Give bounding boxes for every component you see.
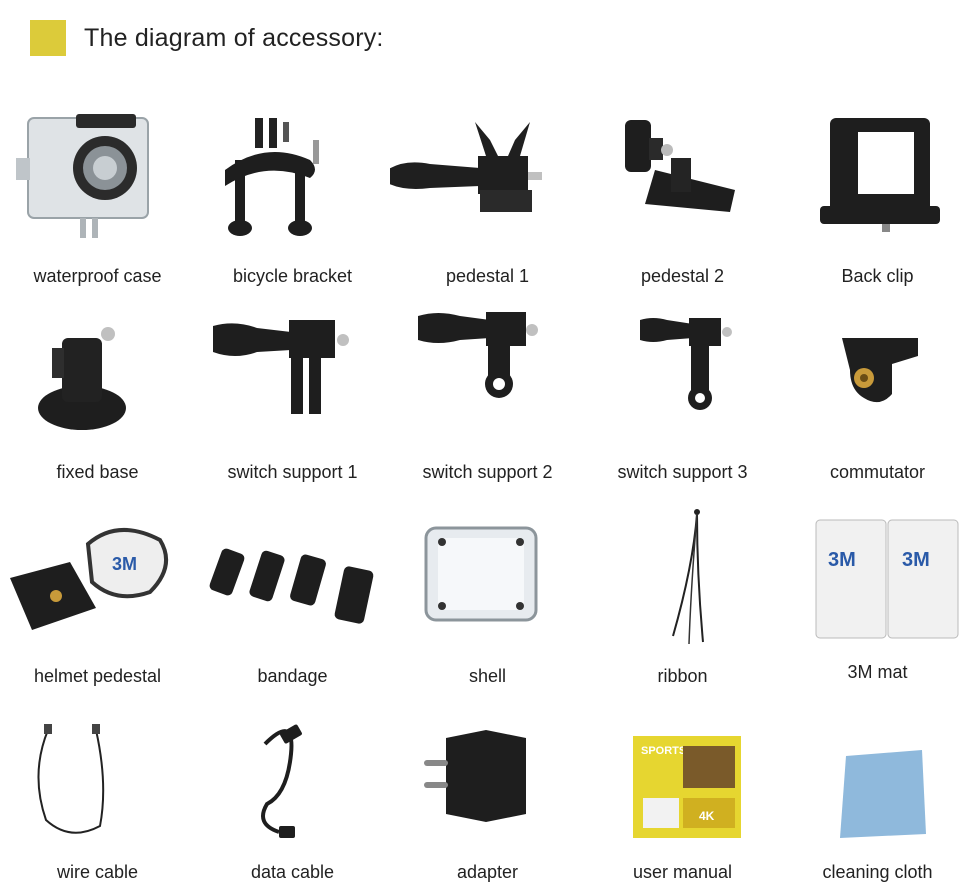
mat-brand-text: 3M xyxy=(828,549,856,571)
waterproof-case-icon xyxy=(16,114,149,238)
cleaning-cloth-icon xyxy=(840,750,926,838)
accessory-item: SPORTS 4K user manual xyxy=(585,694,780,892)
accessory-item: Back clip xyxy=(780,100,975,298)
manual-brand-text: SPORTS xyxy=(641,745,686,757)
accessory-item: switch support 1 xyxy=(195,298,390,496)
accessory-item: commutator xyxy=(780,298,975,496)
accessory-item: switch support 2 xyxy=(390,298,585,496)
accessory-label: switch support 3 xyxy=(617,462,748,482)
accessory-item: cleaning cloth xyxy=(780,694,975,892)
accessory-label: commutator xyxy=(829,462,926,482)
accessory-label: cleaning cloth xyxy=(822,862,933,882)
accessory-item: shell xyxy=(390,496,585,694)
switch-support-2-icon xyxy=(418,312,538,398)
accessory-label: Back clip xyxy=(841,266,914,286)
bicycle-bracket-icon xyxy=(225,118,319,236)
data-cable-icon xyxy=(261,724,302,838)
manual-badge-text: 4K xyxy=(699,809,715,823)
mat-brand-text: 3M xyxy=(902,549,930,571)
accessory-label: adapter xyxy=(456,862,519,882)
accessory-label: data cable xyxy=(250,862,335,882)
bandage-icon xyxy=(209,548,374,624)
back-clip-icon xyxy=(820,118,940,232)
accessory-item: ribbon xyxy=(585,496,780,694)
wire-cable-icon xyxy=(37,724,105,834)
accessory-label: user manual xyxy=(632,862,733,882)
yellow-square-icon xyxy=(30,20,66,56)
accessory-label: ribbon xyxy=(657,666,708,686)
accessory-label: 3M mat xyxy=(847,662,908,682)
accessory-label: helmet pedestal xyxy=(33,666,162,686)
accessory-item: pedestal 1 xyxy=(390,100,585,298)
accessory-label: pedestal 1 xyxy=(445,266,530,286)
accessory-label: fixed base xyxy=(56,462,139,482)
accessory-item: waterproof case xyxy=(0,100,195,298)
accessory-label: wire cable xyxy=(56,862,139,882)
accessory-item: 3M 3M 3M mat xyxy=(780,496,975,694)
accessory-item: data cable xyxy=(195,694,390,892)
accessory-item: bandage xyxy=(195,496,390,694)
helmet-pedestal-icon: 3M xyxy=(10,528,169,630)
accessory-label: switch support 1 xyxy=(227,462,358,482)
pedestal-1-icon xyxy=(390,122,542,212)
page-title: The diagram of accessory: xyxy=(84,23,384,52)
mat-brand-text: 3M xyxy=(112,554,137,574)
adapter-icon xyxy=(424,730,526,822)
user-manual-icon: SPORTS 4K xyxy=(633,736,741,838)
accessory-item: bicycle bracket xyxy=(195,100,390,298)
accessory-label: bicycle bracket xyxy=(232,266,353,286)
accessory-item: fixed base xyxy=(0,298,195,496)
page-header: The diagram of accessory: xyxy=(30,18,384,58)
3m-mat-icon: 3M 3M xyxy=(815,519,959,639)
ribbon-icon xyxy=(672,509,704,645)
fixed-base-icon xyxy=(38,327,126,430)
accessory-grid: waterproof case bicycle bracket pedestal… xyxy=(0,100,977,893)
commutator-icon xyxy=(842,338,918,403)
accessory-label: shell xyxy=(468,666,507,686)
accessory-item: wire cable xyxy=(0,694,195,892)
accessory-label: pedestal 2 xyxy=(640,266,725,286)
switch-support-3-icon xyxy=(640,318,732,410)
switch-support-1-icon xyxy=(213,320,349,414)
accessory-label: switch support 2 xyxy=(422,462,553,482)
shell-icon xyxy=(424,526,538,622)
accessory-item: 3M helmet pedestal xyxy=(0,496,195,694)
pedestal-2-icon xyxy=(625,120,735,212)
accessory-label: waterproof case xyxy=(33,266,162,286)
accessory-label: bandage xyxy=(257,666,328,686)
accessory-item: switch support 3 xyxy=(585,298,780,496)
accessory-item: adapter xyxy=(390,694,585,892)
accessory-item: pedestal 2 xyxy=(585,100,780,298)
